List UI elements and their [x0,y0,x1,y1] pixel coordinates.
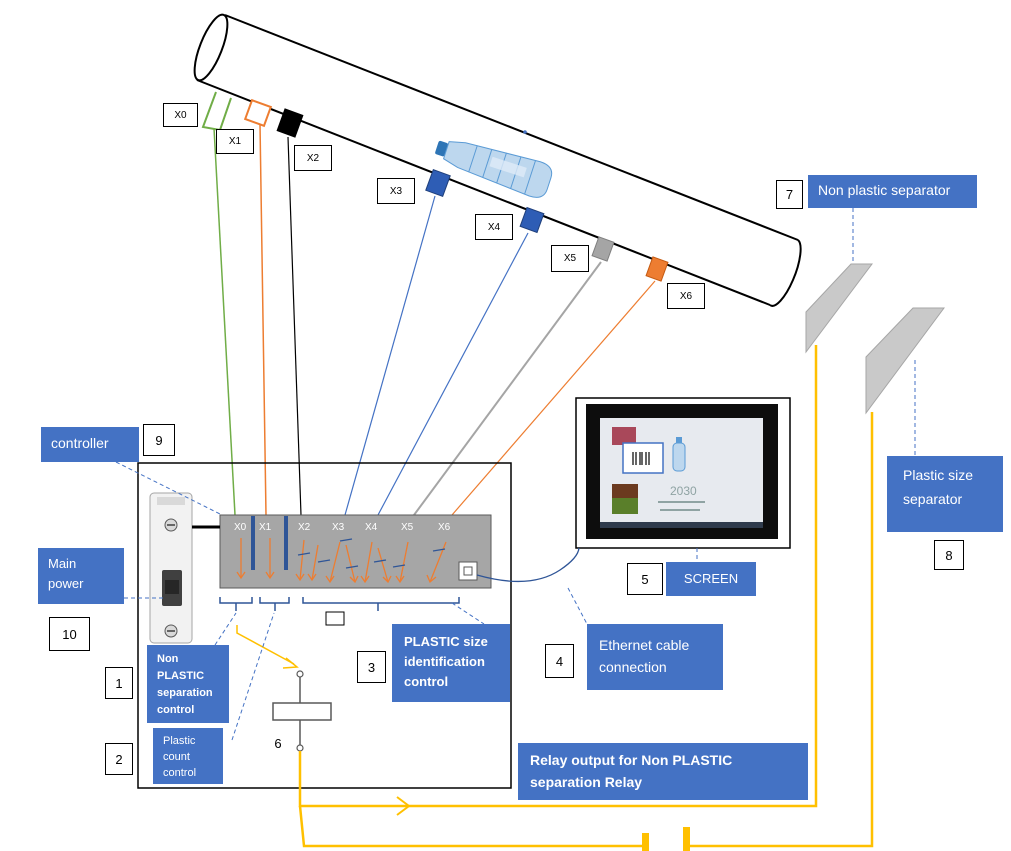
port-x0: X0 [234,522,247,533]
non-plastic-separator-flap [805,263,873,354]
label-x3: X3 [377,178,415,204]
controller-enclosure [137,462,512,789]
number-7: 7 [776,180,803,209]
number-2: 2 [105,743,133,775]
port-x4: X4 [365,522,378,533]
port-x3: X3 [332,522,345,533]
arrowhead [282,657,299,669]
sensor-x4 [519,206,545,234]
number-3: 3 [357,651,386,683]
plastic-size-separator-label: Plastic size separator [887,456,1003,532]
plastic-count-control-label: Plastic count control [153,728,223,784]
sensor-x6 [645,256,669,282]
relay-component [272,670,332,752]
port-x1: X1 [259,522,272,533]
number-8: 8 [934,540,964,570]
port-x6: X6 [438,522,451,533]
label-x2: X2 [294,145,332,171]
port-x2: X2 [298,522,311,533]
sensor-x2 [276,108,304,138]
number-4: 4 [545,644,574,678]
screen-logo: 2030 [670,484,697,498]
sensor-x0 [201,91,232,132]
label-x1: X1 [216,129,254,154]
label-x5: X5 [551,245,589,272]
number-5: 5 [627,563,663,595]
sensor-x3 [425,168,451,198]
sensor-x5 [591,236,615,262]
sensor-x1 [243,98,273,128]
small-square [325,611,345,626]
port-x5: X5 [401,522,414,533]
relay-contact-right [683,827,690,851]
relay-output-label: Relay output for Non PLASTIC separation … [518,743,808,800]
monitor [575,397,791,549]
plastic-size-separator-flap [865,307,945,415]
ethernet-cable-connection-label: Ethernet cable connection [587,624,723,690]
number-9: 9 [143,424,175,456]
number-6: 6 [269,731,287,755]
plastic-size-identification-control-label: PLASTIC size identification control [392,624,510,702]
sensor-wires [213,123,656,516]
main-breaker [149,492,193,644]
number-1: 1 [105,667,133,699]
io-brackets [219,597,460,611]
label-x6: X6 [667,283,705,309]
number-10: 10 [49,617,90,651]
arrowhead [396,796,411,816]
leader-lines [115,208,916,741]
plc-unit [219,514,492,589]
relay-wiring [236,345,874,848]
non-plastic-separator-label: Non plastic separator [808,175,977,208]
label-x0: X0 [163,103,198,127]
ethernet-cable [476,547,580,583]
screen-label: SCREEN [666,562,756,596]
main-power-label: Main power [38,548,124,604]
plastic-bottle [435,140,553,198]
non-plastic-separation-control-label: Non PLASTIC separation control [147,645,229,723]
relay-contact-left [642,833,649,851]
label-x4: X4 [475,214,513,240]
controller-label: controller [41,427,139,462]
